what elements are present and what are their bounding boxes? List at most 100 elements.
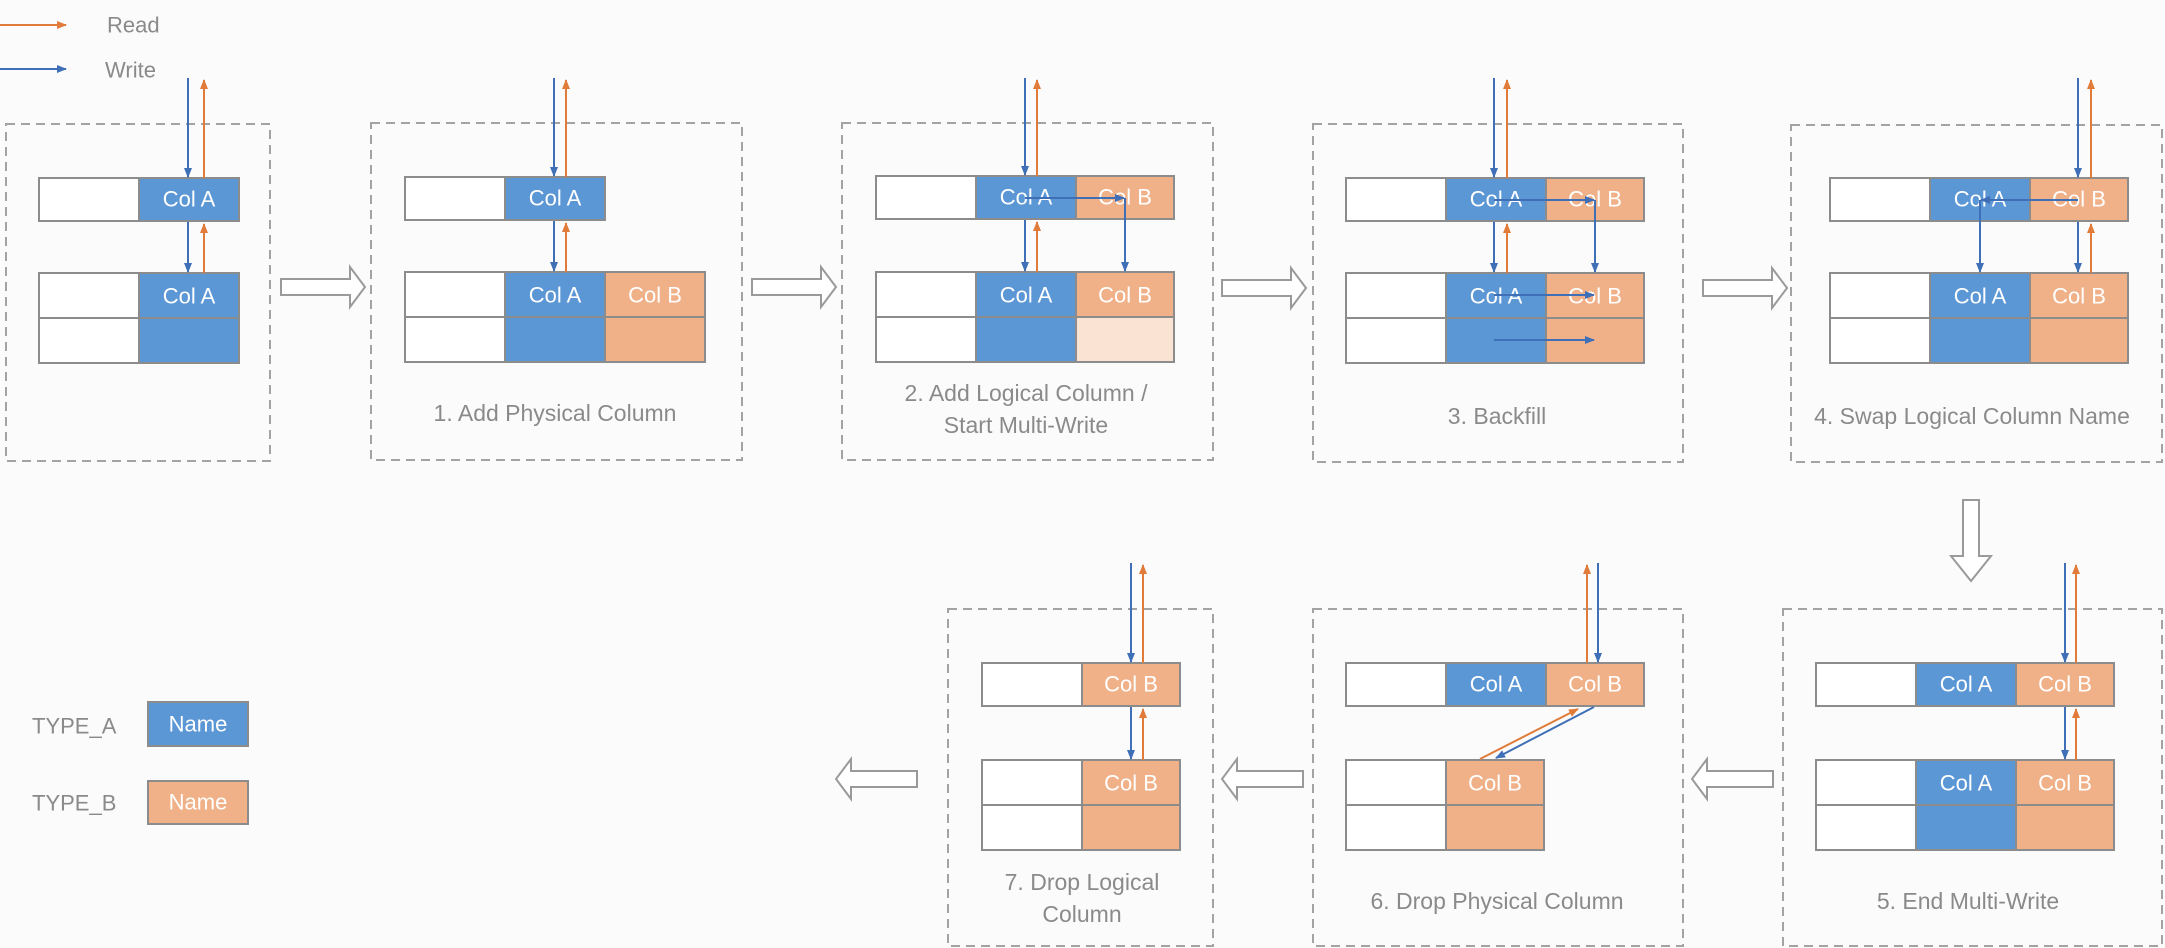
- physical-col-b: [2029, 272, 2129, 319]
- step-panel-6: Col A Col B Col B 6. Drop Physical Colum…: [1312, 563, 1684, 947]
- step-panel-initial: Col A Col A: [5, 78, 271, 462]
- step-panel-2: Col A Col B Col A Col B 2. Add Logical C…: [841, 78, 1214, 461]
- physical-row2-blank: [1345, 317, 1447, 364]
- physical-col-b-data: [2015, 804, 2115, 851]
- type-a-label: TYPE_A: [32, 714, 117, 739]
- panel-frame: [841, 122, 1214, 461]
- legend-type-b: TYPE_B Name: [32, 780, 249, 825]
- read-label: Read: [107, 13, 160, 38]
- type-b-name: Name: [169, 790, 228, 815]
- step-caption: 3. Backfill: [1448, 403, 1546, 429]
- step-panel-3: Col A Col B Col A Col B 3. Backfill: [1312, 78, 1684, 463]
- type-b-swatch: [147, 780, 249, 825]
- col-b-label: Col B: [2038, 672, 2092, 697]
- physical-row2-blank: [981, 804, 1083, 851]
- logical-row-blank-cell: [875, 175, 977, 220]
- panel-frame: [1312, 123, 1684, 463]
- physical-row2-blank: [1345, 804, 1447, 851]
- physical-col-a-data: [138, 317, 240, 364]
- logical-row-blank-cell: [1345, 177, 1447, 222]
- col-b-label: Col B: [2052, 284, 2106, 309]
- col-b-label: Col B: [1468, 771, 1522, 796]
- panel-frame: [1312, 608, 1684, 947]
- physical-col-b-data: [1081, 804, 1181, 851]
- physical-col-a-data: [504, 316, 606, 363]
- physical-row1-blank: [981, 759, 1083, 806]
- logical-col-b: [1545, 662, 1645, 707]
- step-caption: Start Multi-Write: [944, 412, 1108, 438]
- legend-read: Read: [0, 13, 160, 38]
- physical-col-b-data: [604, 316, 706, 363]
- logical-col-b: [2015, 662, 2115, 707]
- panel-frame: [1790, 124, 2163, 463]
- col-a-label: Col A: [1940, 672, 1993, 697]
- logical-col-a: [504, 176, 606, 221]
- write-label: Write: [105, 58, 156, 83]
- step-caption: 1. Add Physical Column: [434, 400, 677, 426]
- logical-col-a: [1445, 662, 1547, 707]
- step-panel-5: Col A Col B Col A Col B 5. End Multi-Wri…: [1782, 563, 2163, 947]
- flow-arrow-left-icon: [834, 756, 918, 802]
- step-caption: 5. End Multi-Write: [1877, 888, 2059, 914]
- flow-arrow-right-icon: [280, 264, 367, 310]
- physical-col-a: [975, 271, 1077, 318]
- type-a-name: Name: [169, 712, 228, 737]
- flow-arrow-down-icon: [1948, 499, 1994, 583]
- physical-col-a: [1915, 759, 2017, 806]
- physical-col-a-data: [1915, 804, 2017, 851]
- logical-row-blank-cell: [1829, 177, 1931, 222]
- logical-col-a: [1915, 662, 2017, 707]
- step-caption: 4. Swap Logical Column Name: [1814, 403, 2130, 429]
- legend-type-a: TYPE_A Name: [32, 701, 249, 747]
- panel-frame: [947, 608, 1214, 947]
- physical-col-b: [1081, 759, 1181, 806]
- physical-col-a: [504, 271, 606, 318]
- logical-col-b: [1081, 662, 1181, 707]
- flow-arrow-right-icon: [751, 264, 838, 310]
- flow-arrow-left-icon: [1220, 756, 1304, 802]
- step-panel-4: Col A Col B Col A Col B 4. Swap Logical …: [1790, 78, 2163, 463]
- panel-frame: [370, 122, 743, 461]
- col-b-label: Col B: [1104, 771, 1158, 796]
- col-a-label: Col A: [163, 284, 216, 309]
- flow-arrow-left-icon: [1690, 756, 1774, 802]
- physical-row2-blank: [1829, 317, 1931, 364]
- flow-arrow-right-icon: [1221, 265, 1308, 311]
- physical-row2-blank: [404, 316, 506, 363]
- logical-row-blank-cell: [38, 177, 140, 222]
- col-a-label: Col A: [1000, 283, 1053, 308]
- logical-row-blank-cell: [404, 176, 506, 221]
- physical-row1-blank: [875, 271, 977, 318]
- physical-col-b-data: [1445, 804, 1545, 851]
- physical-row1-blank: [1829, 272, 1931, 319]
- col-b-label: Col B: [628, 283, 682, 308]
- physical-row1-blank: [1815, 759, 1917, 806]
- physical-col-b: [2015, 759, 2115, 806]
- physical-row1-blank: [38, 272, 140, 319]
- physical-row1-blank: [1345, 272, 1447, 319]
- step-caption: 7. Drop Logical: [1005, 869, 1160, 895]
- step-panel-7: Col B Col B 7. Drop Logical Column: [947, 563, 1214, 947]
- physical-col-b: [1075, 271, 1175, 318]
- col-a-label: Col A: [163, 187, 216, 212]
- col-a-label: Col A: [1954, 284, 2007, 309]
- logical-col-a: [138, 177, 240, 222]
- col-b-label: Col B: [2038, 771, 2092, 796]
- physical-col-b: [604, 271, 706, 318]
- logical-row-blank-cell: [1815, 662, 1917, 707]
- type-b-label: TYPE_B: [32, 791, 116, 816]
- step-caption: Column: [1042, 901, 1121, 927]
- logical-row-blank-cell: [1345, 662, 1447, 707]
- physical-row1-blank: [1345, 759, 1447, 806]
- physical-col-b-empty-data: [1075, 316, 1175, 363]
- col-a-label: Col A: [529, 283, 582, 308]
- physical-row2-blank: [38, 317, 140, 364]
- legend-write: Write: [0, 58, 156, 83]
- col-a-label: Col A: [1940, 771, 1993, 796]
- col-b-label: Col B: [1098, 283, 1152, 308]
- col-b-label: Col B: [1104, 672, 1158, 697]
- read-arrow: [1479, 708, 1579, 760]
- physical-row2-blank: [1815, 804, 1917, 851]
- physical-col-b: [1445, 759, 1545, 806]
